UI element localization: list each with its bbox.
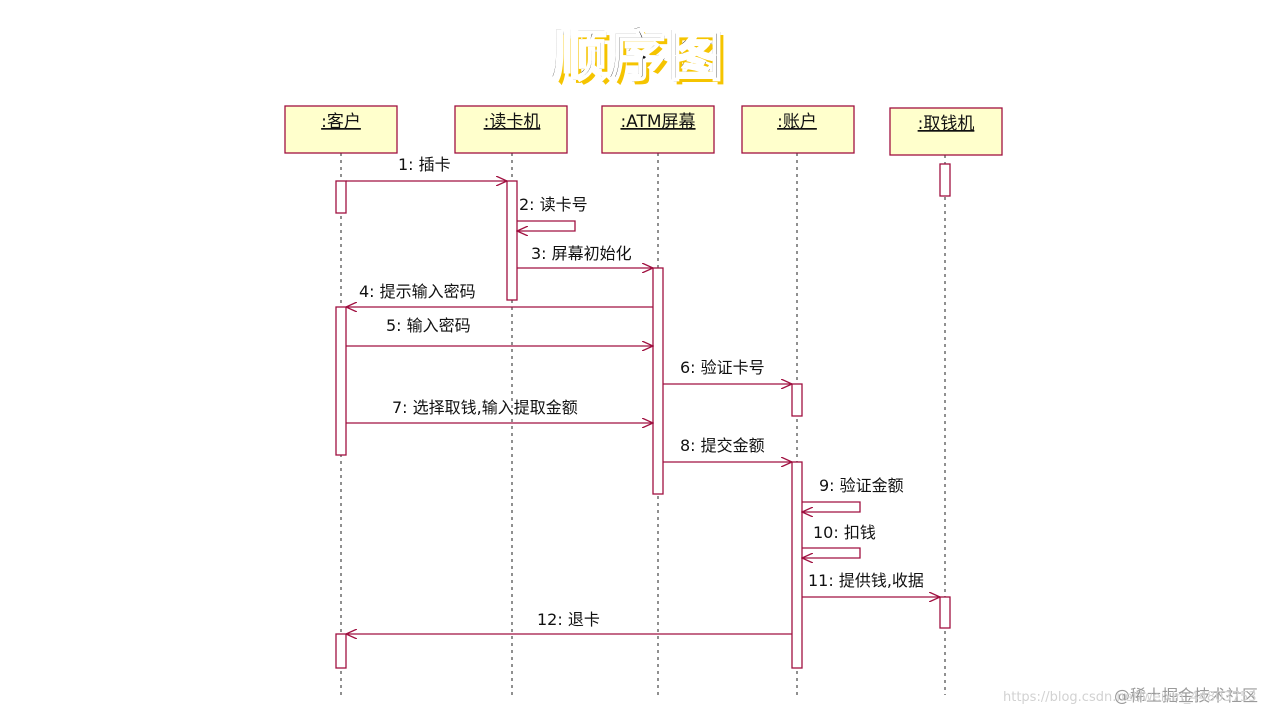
message-label: 11: 提供钱,收据 (808, 571, 924, 590)
activation-dispenser-1 (939, 163, 951, 197)
object-card-reader: :读卡机 (454, 105, 568, 154)
activation-card-reader (506, 180, 518, 301)
watermark-url: https://blog.csdn.net/weixin_44803753 (1003, 690, 1257, 705)
activation-atm-screen (652, 267, 664, 495)
message-label: 9: 验证金额 (819, 476, 904, 495)
message-10: 10: 扣钱 (802, 523, 876, 558)
page-title: 顺序图 (552, 24, 727, 89)
object-atm-screen: :ATM屏幕 (601, 105, 715, 154)
activation-customer-1 (335, 180, 347, 214)
watermark: @稀土掘金技术社区 (1114, 682, 1258, 706)
message-8: 8: 提交金额 (663, 436, 792, 462)
message-label: 12: 退卡 (537, 610, 600, 629)
message-label: 4: 提示输入密码 (359, 282, 476, 301)
object-dispenser: :取钱机 (889, 107, 1003, 156)
object-label: :账户 (777, 112, 817, 132)
message-label: 3: 屏幕初始化 (531, 244, 632, 263)
watermark-text: @稀土掘金技术社区 (1113, 686, 1258, 705)
activation-customer-3 (335, 633, 347, 669)
message-4: 4: 提示输入密码 (346, 282, 653, 307)
message-label: 7: 选择取钱,输入提取金额 (392, 398, 578, 417)
message-12: 12: 退卡 (346, 610, 792, 634)
object-customer: :客户 (284, 105, 398, 154)
message-label: 8: 提交金额 (680, 436, 765, 455)
object-label: :客户 (321, 112, 361, 132)
message-label: 1: 插卡 (398, 155, 451, 174)
message-label: 2: 读卡号 (519, 195, 588, 214)
activation-account-2 (791, 461, 803, 669)
message-label: 10: 扣钱 (813, 523, 876, 542)
message-6: 6: 验证卡号 (663, 358, 792, 384)
object-account: :账户 (741, 105, 855, 154)
message-label: 6: 验证卡号 (680, 358, 765, 377)
message-label: 5: 输入密码 (386, 316, 471, 335)
message-9: 9: 验证金额 (802, 476, 904, 512)
object-label: :读卡机 (484, 112, 541, 132)
activation-account-1 (791, 383, 803, 417)
message-3: 3: 屏幕初始化 (517, 244, 653, 268)
object-label: :ATM屏幕 (620, 112, 695, 132)
message-1: 1: 插卡 (346, 155, 507, 181)
activation-dispenser-2 (939, 596, 951, 629)
message-2: 2: 读卡号 (517, 195, 588, 231)
message-5: 5: 输入密码 (346, 316, 653, 346)
message-7: 7: 选择取钱,输入提取金额 (346, 398, 653, 423)
object-label: :取钱机 (918, 114, 975, 134)
activation-customer-2 (335, 306, 347, 456)
message-11: 11: 提供钱,收据 (802, 571, 940, 597)
